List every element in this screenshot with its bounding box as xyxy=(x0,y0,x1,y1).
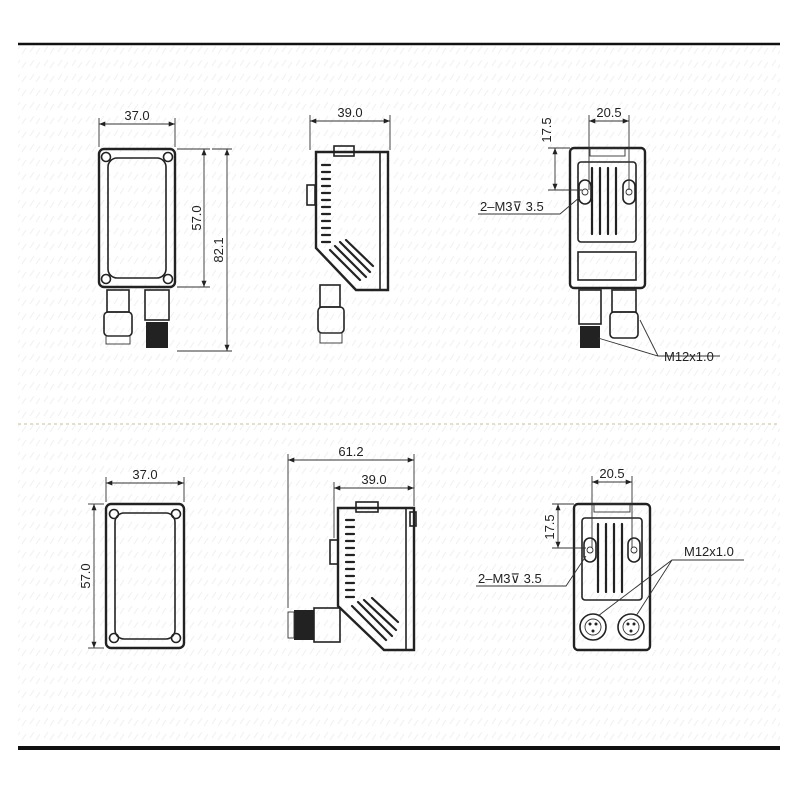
top-connector-label: M12x1.0 xyxy=(664,349,714,364)
bottom-side-total-width-label: 61.2 xyxy=(338,444,363,459)
bottom-back-width-label: 20.5 xyxy=(599,466,624,481)
drawing-background xyxy=(18,44,780,748)
bottom-front-view xyxy=(104,502,186,650)
top-mount-hole-label: 2–M3⊽ 3.5 xyxy=(480,199,544,214)
top-total-height-label: 82.1 xyxy=(211,237,226,262)
top-side-view xyxy=(306,145,390,344)
bottom-front-dimensions: 37.0 57.0 xyxy=(78,467,185,649)
bottom-back-offset-label: 17.5 xyxy=(542,514,557,539)
top-back-offset-label: 17.5 xyxy=(539,117,554,142)
bottom-mount-hole-label: 2–M3⊽ 3.5 xyxy=(478,571,542,586)
bottom-side-dimensions: 61.2 39.0 xyxy=(287,444,415,608)
top-side-dimensions: 39.0 xyxy=(309,105,391,150)
bottom-back-dimensions: 20.5 17.5 2–M3⊽ 3.5 M12x1.0 xyxy=(476,466,744,617)
top-back-dimensions: 20.5 17.5 2–M3⊽ 3.5 M12x1.0 xyxy=(478,105,720,364)
bottom-front-width-label: 37.0 xyxy=(132,467,157,482)
top-front-view xyxy=(97,147,177,348)
top-front-height-label: 57.0 xyxy=(189,205,204,230)
top-front-width-label: 37.0 xyxy=(124,108,149,123)
bottom-side-width-label: 39.0 xyxy=(361,472,386,487)
top-back-width-label: 20.5 xyxy=(596,105,621,120)
bottom-connector-label: M12x1.0 xyxy=(684,544,734,559)
top-side-width-label: 39.0 xyxy=(337,105,362,120)
top-front-dimensions: 37.0 57.0 82.1 xyxy=(98,108,232,352)
bottom-front-height-label: 57.0 xyxy=(78,563,93,588)
top-back-view xyxy=(568,146,647,348)
bottom-side-view xyxy=(287,501,417,652)
